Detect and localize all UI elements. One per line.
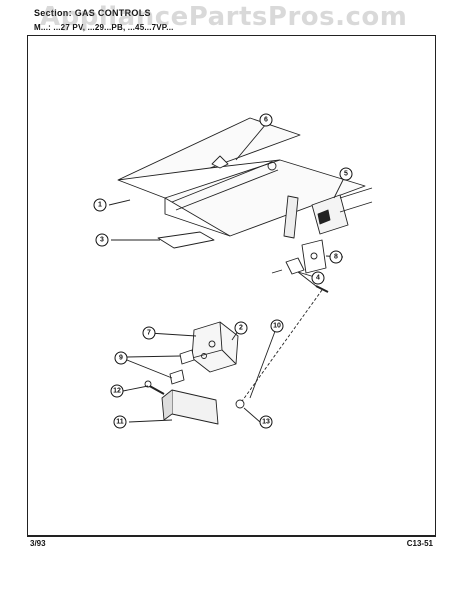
burner-cover-shape: [117, 117, 301, 181]
callout-5: [339, 167, 353, 181]
callout-3: [95, 233, 109, 247]
diagram-frame: [27, 35, 436, 536]
burner-valve: [171, 389, 219, 425]
callout-10-label: 10: [273, 323, 281, 330]
footer-page-code: C13-51: [406, 539, 433, 548]
igniter-bracket: [301, 239, 327, 274]
burner-cover-lower: [164, 159, 366, 237]
callout-8: [329, 250, 343, 264]
model-numbers: M...: ...27 PV, ...29...PB, ...45...7VP.…: [34, 23, 174, 32]
callout-11: [113, 415, 127, 429]
callout-2: [234, 321, 248, 335]
callout-6: [259, 113, 273, 127]
callout-13: [259, 415, 273, 429]
callout-7: [142, 326, 156, 340]
callout-1-label: 1: [98, 202, 102, 209]
callout-6-label: 6: [264, 117, 268, 124]
callout-5-label: 5: [344, 171, 348, 178]
burner-bracket: [157, 231, 215, 249]
orifice-hood: [285, 257, 305, 275]
callout-12-label: 12: [113, 388, 121, 395]
callout-1: [93, 198, 107, 212]
burner-tube: [171, 161, 279, 211]
callout-4-label: 4: [316, 275, 320, 282]
igniter-body: [311, 194, 349, 235]
fittings: [179, 349, 195, 365]
valve-body: [191, 321, 239, 373]
footer-rule: [27, 536, 436, 537]
callout-3-label: 3: [100, 237, 104, 244]
callout-8-label: 8: [334, 254, 338, 261]
callout-9-label: 9: [119, 355, 123, 362]
callout-2-label: 2: [239, 325, 243, 332]
fitting-nut: [235, 399, 245, 409]
callout-10: [270, 319, 284, 333]
watermark-logo: AppliancePartsPros.com: [40, 2, 408, 32]
venturi-tube: [283, 195, 299, 239]
callout-12: [110, 384, 124, 398]
footer-date: 3/93: [30, 539, 46, 548]
callout-13-label: 13: [262, 419, 270, 426]
callout-11-label: 11: [116, 419, 124, 426]
callout-7-label: 7: [147, 330, 151, 337]
section-title: Section: GAS CONTROLS: [34, 8, 151, 18]
callout-9: [114, 351, 128, 365]
callout-4: [311, 271, 325, 285]
gas-tubing: [239, 289, 323, 405]
wing-nut: [211, 155, 229, 169]
